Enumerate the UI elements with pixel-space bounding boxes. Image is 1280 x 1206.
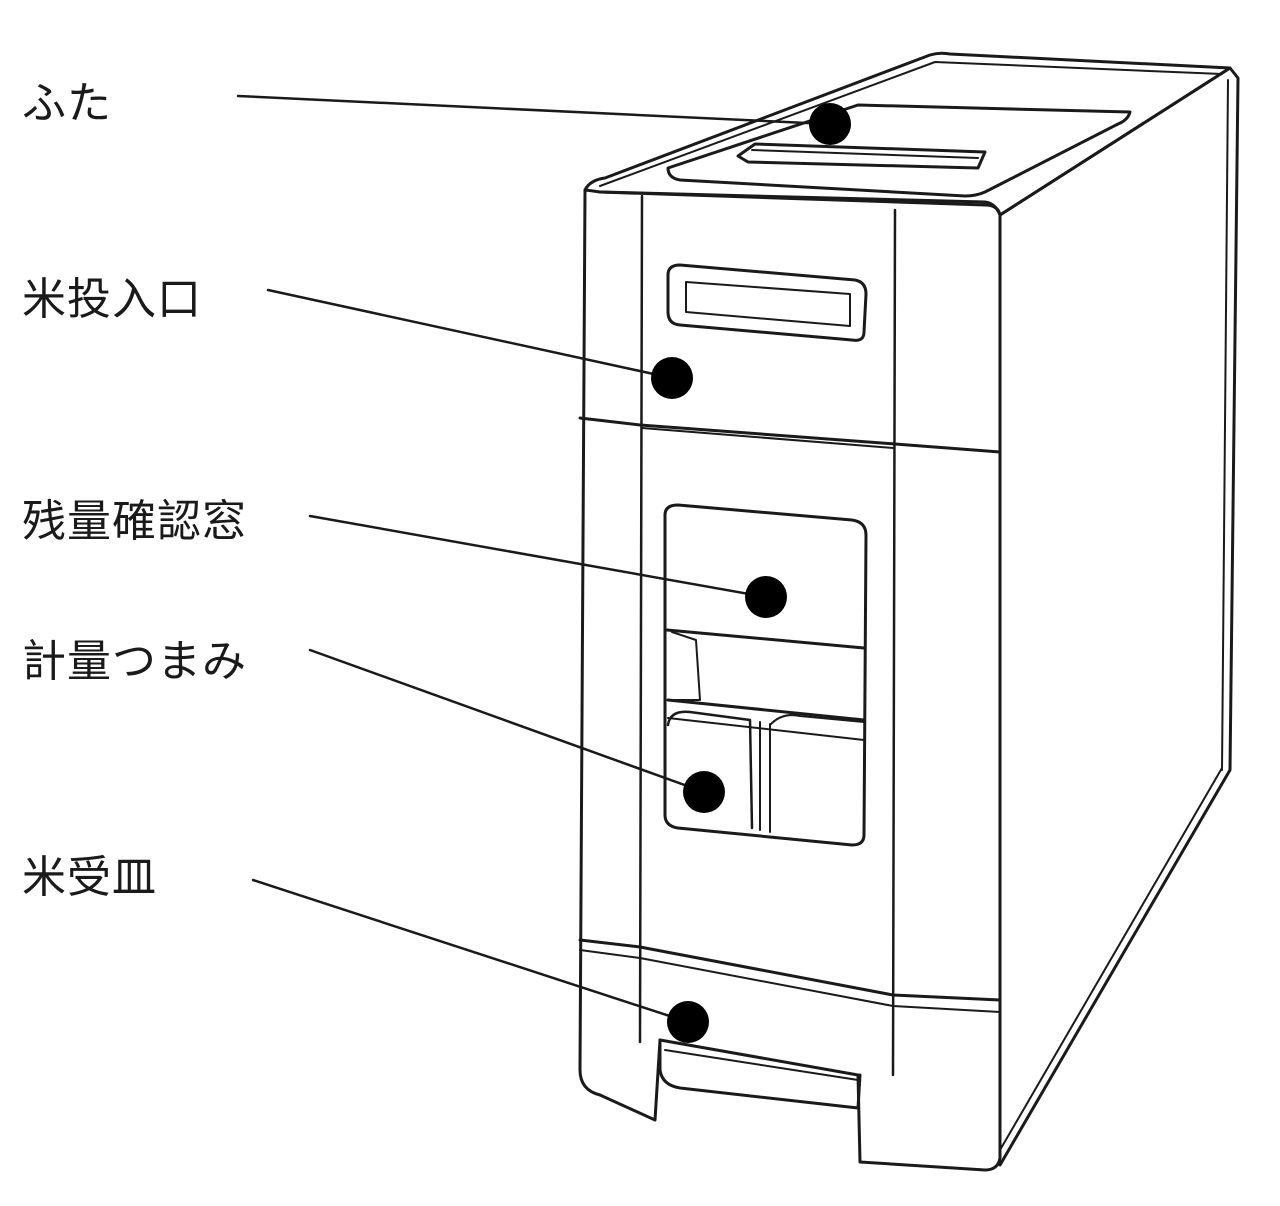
leader-window: [308, 514, 768, 599]
lower-band-2: [579, 949, 1001, 1013]
top-face-inner: [599, 61, 1223, 187]
knob-ledge-2: [667, 717, 865, 741]
knob-ledge: [666, 698, 866, 722]
lower-band: [578, 938, 1002, 1002]
label-level-window: 残量確認窓: [22, 496, 247, 547]
window-divider: [665, 628, 866, 650]
marker-lid: [809, 103, 851, 145]
marker-tray: [667, 1001, 709, 1043]
leader-knob: [308, 648, 706, 794]
label-measure-knob: 計量つまみ: [22, 636, 247, 687]
inlet-slot-inner: [685, 281, 851, 327]
lid-slot: [736, 142, 987, 170]
front-frame: [578, 188, 1002, 1172]
side-panel: [998, 66, 1240, 1167]
tray-notch-inner: [664, 1049, 859, 1081]
knob-face: [666, 710, 754, 830]
marker-window: [745, 576, 787, 618]
marker-knob: [683, 771, 725, 813]
leader-tray: [251, 878, 690, 1024]
left-pillar: [638, 194, 644, 1044]
leader-inlet: [266, 288, 674, 380]
side-panel-edge: [1221, 79, 1229, 771]
label-rice-inlet: 米投入口: [22, 274, 202, 325]
right-pillar: [891, 208, 897, 1077]
tray-notch: [658, 1038, 862, 1110]
knob-right: [769, 714, 865, 726]
upper-band: [578, 416, 1002, 454]
level-window: [663, 503, 868, 847]
lid-panel: [666, 103, 1132, 198]
side-bottom-edge: [999, 767, 1223, 1151]
lid-slot-line: [751, 149, 979, 159]
top-face: [583, 51, 1232, 217]
upper-band-2: [641, 427, 894, 449]
leader-lid: [236, 94, 830, 126]
label-lid: ふた: [22, 78, 112, 129]
knob-top: [671, 631, 701, 701]
label-rice-tray: 米受皿: [22, 852, 157, 903]
inlet-slot: [666, 263, 868, 342]
marker-inlet: [651, 357, 693, 399]
